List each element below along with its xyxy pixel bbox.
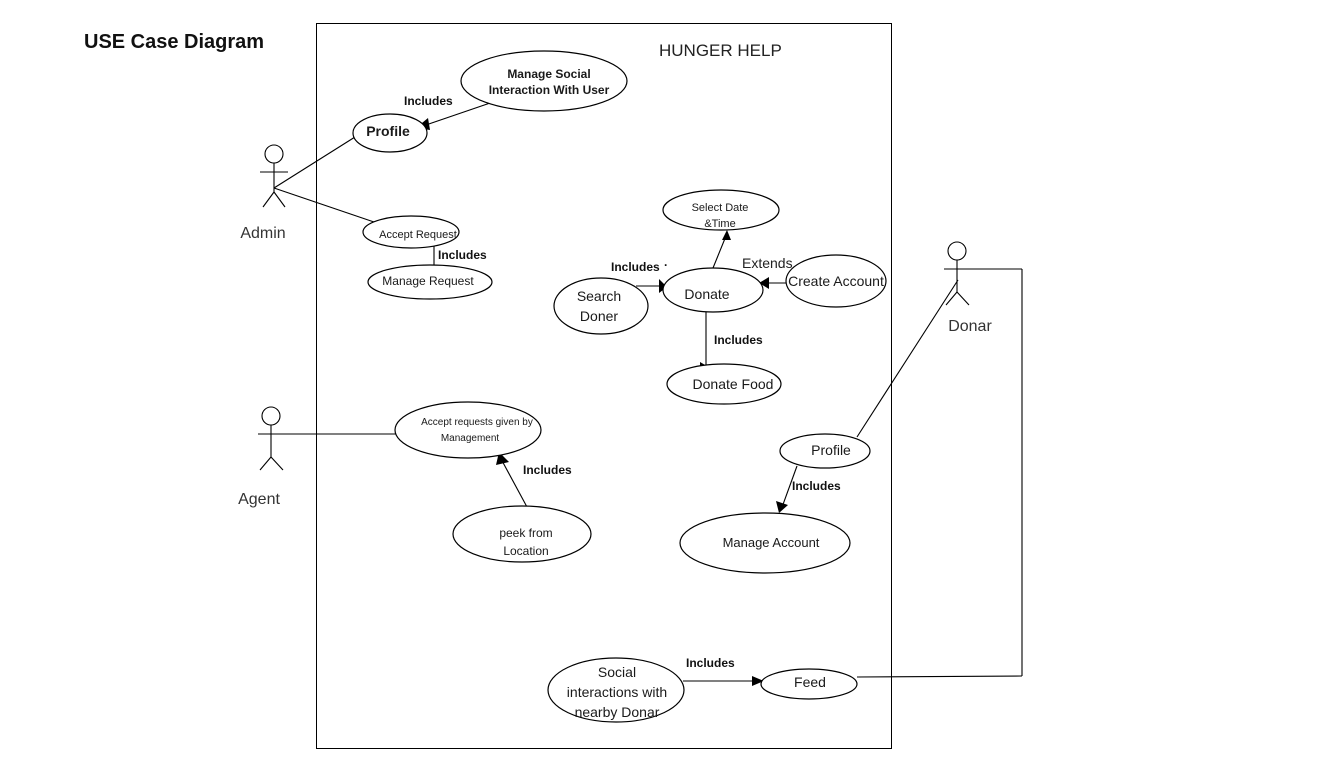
actor-agent-head: [261, 406, 281, 426]
label-includes-manage-request: Includes: [438, 248, 487, 262]
label-includes-social: Includes: [686, 656, 735, 670]
use-case-accept-requests-label-1: Accept requests given by: [421, 417, 533, 428]
label-search-dot: ·: [664, 258, 668, 272]
use-case-donate[interactable]: Donate: [662, 267, 764, 313]
use-case-social-label-3: nearby Donar: [575, 704, 660, 720]
use-case-manage-request-label: Manage Request: [382, 274, 474, 288]
actor-admin[interactable]: Admin: [240, 144, 288, 242]
use-case-donate-ellipse[interactable]: [662, 267, 764, 313]
include-peek-accept: [499, 456, 528, 508]
use-case-social-label-2: interactions with: [567, 684, 667, 700]
use-case-admin-profile[interactable]: Profile: [352, 113, 428, 153]
use-case-accept-request-label: Accept Request: [379, 229, 457, 241]
use-case-select-date-ellipse[interactable]: [662, 189, 780, 231]
use-case-peek-location-label-2: Location: [503, 544, 548, 558]
use-case-manage-social-label-2: Interaction With User: [489, 83, 610, 97]
use-case-create-account[interactable]: Create Account: [785, 254, 887, 308]
actor-agent[interactable]: Agent: [238, 406, 284, 508]
label-includes-manage-account: Includes: [792, 479, 841, 493]
assoc-donar-profile: [856, 279, 959, 438]
label-extends: Extends: [742, 255, 793, 271]
use-case-accept-requests-ellipse[interactable]: [394, 401, 542, 459]
use-case-manage-social[interactable]: Manage Social Interaction With User: [460, 50, 628, 112]
label-includes-donate-food: Includes: [714, 333, 763, 347]
use-case-feed[interactable]: Feed: [760, 668, 858, 700]
actor-admin-leg-right: [273, 191, 286, 208]
use-case-accept-requests-management[interactable]: Accept requests given by Management: [394, 401, 542, 459]
include-social-profile: [419, 100, 497, 128]
arrowhead-feed: [752, 676, 764, 686]
use-case-accept-requests-label-2: Management: [441, 433, 500, 444]
actor-agent-label: Agent: [238, 491, 280, 508]
use-case-select-date-label-2: &Time: [704, 218, 735, 230]
arrowhead-manage-account: [776, 501, 788, 513]
use-case-manage-social-ellipse[interactable]: [460, 50, 628, 112]
use-case-feed-label: Feed: [794, 674, 826, 690]
actor-agent-leg-right: [270, 456, 284, 471]
assoc-admin-accept-request: [273, 187, 375, 223]
use-case-accept-request[interactable]: Accept Request: [362, 215, 460, 249]
use-case-feed-ellipse[interactable]: [760, 668, 858, 700]
include-profile-manage-account: [780, 465, 798, 511]
use-case-search-doner-label-2: Doner: [580, 308, 618, 324]
use-case-search-doner[interactable]: Search Doner: [553, 277, 649, 335]
donar-feed-path-bottom: [856, 675, 1023, 678]
actor-admin-label: Admin: [240, 225, 285, 242]
use-case-manage-account-ellipse[interactable]: [679, 512, 851, 574]
use-case-manage-social-label-1: Manage Social: [507, 67, 590, 81]
use-case-donate-food-ellipse[interactable]: [666, 363, 782, 405]
use-case-create-account-label: Create Account: [788, 273, 884, 289]
use-case-peek-location-ellipse[interactable]: [452, 505, 592, 563]
use-case-manage-account[interactable]: Manage Account: [679, 512, 851, 574]
use-case-manage-request-ellipse[interactable]: [367, 264, 493, 300]
use-case-create-account-ellipse[interactable]: [785, 254, 887, 308]
use-case-search-doner-label-1: Search: [577, 288, 621, 304]
use-case-admin-profile-ellipse[interactable]: [352, 113, 428, 153]
actor-donar-head: [947, 241, 967, 261]
actor-donar-leg-right: [956, 291, 970, 306]
connectors: [258, 100, 1023, 682]
assoc-admin-profile: [273, 136, 356, 189]
use-case-manage-account-label: Manage Account: [723, 535, 820, 550]
arrowhead-donate-search: [659, 279, 667, 293]
use-case-donate-food[interactable]: Donate Food: [666, 363, 782, 405]
use-case-admin-profile-label: Profile: [366, 123, 410, 139]
use-case-donar-profile-ellipse[interactable]: [779, 433, 871, 469]
diagram-title: USE Case Diagram: [84, 31, 264, 53]
use-case-social-interactions-ellipse[interactable]: [547, 657, 685, 723]
label-includes-peek: Includes: [523, 463, 572, 477]
use-case-peek-location[interactable]: peek from Location: [452, 505, 592, 563]
use-case-social-label-1: Social: [598, 664, 636, 680]
use-case-accept-request-ellipse[interactable]: [362, 215, 460, 249]
label-includes-search: Includes: [611, 260, 660, 274]
use-case-donate-label: Donate: [684, 286, 729, 302]
use-case-select-date[interactable]: Select Date &Time: [662, 189, 780, 231]
actor-admin-leg-left: [262, 191, 275, 208]
use-case-donate-food-label: Donate Food: [693, 376, 774, 392]
label-includes-profile: Includes: [404, 94, 453, 108]
use-case-manage-request[interactable]: Manage Request: [367, 264, 493, 300]
actor-donar[interactable]: Donar: [944, 241, 992, 335]
system-boundary: [316, 23, 892, 749]
actor-donar-leg-left: [945, 291, 958, 306]
actor-admin-head: [264, 144, 284, 164]
actor-donar-label: Donar: [948, 318, 992, 335]
system-name: HUNGER HELP: [659, 41, 782, 60]
arrowhead-select-date: [722, 230, 731, 240]
use-case-select-date-label-1: Select Date: [692, 202, 749, 214]
use-case-social-interactions[interactable]: Social interactions with nearby Donar: [547, 657, 685, 723]
use-case-peek-location-label-1: peek from: [499, 526, 552, 540]
arrowhead-donate-extends: [759, 277, 769, 289]
link-donate-select-date: [712, 235, 727, 269]
use-case-search-doner-ellipse[interactable]: [553, 277, 649, 335]
use-case-donar-profile[interactable]: Profile: [779, 433, 871, 469]
use-case-donar-profile-label: Profile: [811, 442, 851, 458]
actor-agent-leg-left: [259, 456, 272, 471]
